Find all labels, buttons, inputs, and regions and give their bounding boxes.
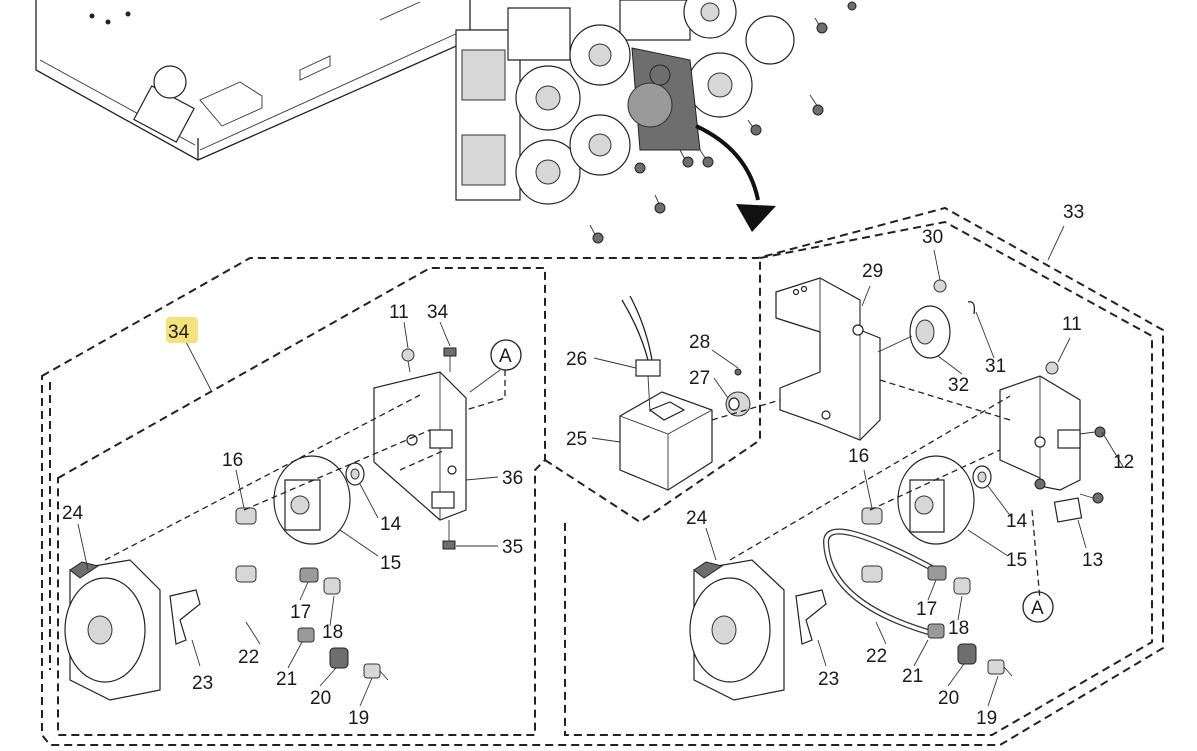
callout-20-right: 20 — [938, 688, 959, 709]
callout-32: 32 — [948, 375, 969, 396]
callout-26: 26 — [566, 349, 587, 370]
callout-20: 20 — [310, 688, 331, 709]
callout-17-right: 17 — [916, 599, 937, 620]
callout-16-right: 16 — [848, 446, 869, 467]
callout-13: 13 — [1082, 550, 1103, 571]
callout-12: 12 — [1113, 452, 1134, 473]
callout-17: 17 — [290, 602, 311, 623]
callout-28: 28 — [689, 332, 710, 353]
callout-22: 22 — [238, 647, 259, 668]
callout-11-right: 11 — [1062, 314, 1082, 335]
motor-assembly — [619, 295, 781, 491]
left-assembly — [64, 347, 506, 701]
inner-outline-33 — [544, 258, 761, 524]
highlight-box — [166, 317, 198, 343]
callout-18-right: 18 — [948, 618, 969, 639]
callout-24: 24 — [62, 503, 84, 524]
callout-25: 25 — [566, 429, 587, 450]
callout-a: A — [499, 346, 512, 367]
callout-24-right: 24 — [686, 508, 708, 529]
machine-chassis — [35, 0, 471, 161]
callout-a-right: A — [1031, 598, 1044, 619]
callout-16: 16 — [222, 450, 243, 471]
callout-35: 35 — [502, 537, 523, 558]
callout-21: 21 — [276, 669, 297, 690]
callout-33: 33 — [1063, 202, 1084, 223]
callout-14: 14 — [380, 514, 402, 535]
callout-21-right: 21 — [902, 666, 923, 687]
direction-arrow — [695, 124, 776, 232]
right-assembly — [689, 277, 1106, 701]
callout-34-highlighted: 34 — [168, 322, 190, 343]
callout-22-right: 22 — [866, 646, 887, 667]
assembly-outline-34 — [41, 206, 1164, 746]
callout-31: 31 — [985, 356, 1006, 377]
outline-33-right — [564, 220, 1153, 736]
callout-11: 11 — [389, 302, 409, 323]
callout-36: 36 — [502, 468, 523, 489]
callout-23: 23 — [192, 673, 213, 694]
callouts-left: 34 11 34 A 16 36 14 15 35 24 17 18 22 23… — [62, 302, 523, 729]
inner-outline-left — [57, 267, 546, 736]
leader-lines — [77, 225, 1125, 707]
callout-15-right: 15 — [1006, 550, 1027, 571]
callout-34: 34 — [427, 302, 449, 323]
callout-14-right: 14 — [1006, 511, 1028, 532]
pump-stack — [455, 0, 857, 244]
callout-23-right: 23 — [818, 669, 839, 690]
callout-29: 29 — [862, 261, 883, 282]
callouts-middle: 26 28 27 25 — [566, 332, 710, 450]
reference-marker-a-left — [490, 339, 522, 371]
callout-19-right: 19 — [976, 708, 997, 729]
reference-marker-a-right — [1022, 591, 1054, 623]
callout-19: 19 — [348, 708, 369, 729]
callout-30: 30 — [922, 227, 943, 248]
callouts-right: 33 30 29 11 31 32 12 16 14 24 15 13 17 A… — [686, 202, 1134, 729]
callout-27: 27 — [689, 368, 710, 389]
callout-15: 15 — [380, 553, 401, 574]
callout-18: 18 — [322, 622, 343, 643]
